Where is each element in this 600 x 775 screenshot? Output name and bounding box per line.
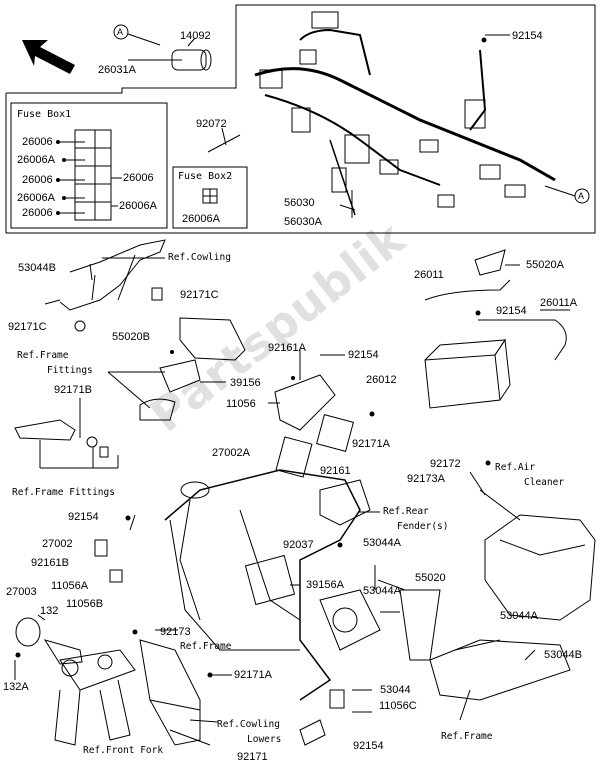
part-39156a: 39156A — [306, 579, 344, 591]
part-27003: 27003 — [6, 586, 37, 598]
part-92154-top: 92154 — [512, 30, 543, 42]
part-53044a-2: 53044A — [363, 585, 401, 597]
part-92171b: 92171B — [54, 384, 92, 396]
part-92072: 92072 — [196, 118, 227, 130]
part-39156: 39156 — [230, 377, 261, 389]
part-26011: 26011 — [414, 269, 444, 281]
ref-air-cleaner-a: Ref.Air — [495, 462, 536, 473]
part-26012: 26012 — [366, 374, 397, 386]
ref-rear-fender-b: Fender(s) — [397, 521, 449, 532]
part-92173a: 92173A — [407, 473, 445, 485]
part-26031a: 26031A — [98, 64, 136, 76]
part-53044b-low: 53044B — [544, 649, 582, 661]
ref-cowling: Ref.Cowling — [168, 252, 231, 263]
fusebox2-title: Fuse Box2 — [178, 171, 233, 182]
part-92161a: 92161A — [268, 342, 306, 354]
part-92171c-right: 92171C — [180, 289, 219, 301]
part-132a: 132A — [3, 681, 29, 693]
part-92154-left: 92154 — [68, 511, 99, 523]
part-92171c-left: 92171C — [8, 321, 47, 333]
part-55020a: 55020A — [526, 259, 564, 271]
ref-front-fork: Ref.Front Fork — [83, 745, 164, 756]
part-92172: 92172 — [430, 458, 461, 470]
ref-frame-fittings-1b: Fittings — [47, 365, 93, 376]
part-27002: 27002 — [42, 538, 73, 550]
part-92171: 92171 — [237, 751, 268, 763]
fusebox1-left-1: 26006A — [17, 154, 55, 166]
fusebox2-part: 26006A — [182, 213, 220, 225]
part-55020: 55020 — [415, 572, 446, 584]
ref-cowling-lowers-b: Lowers — [247, 734, 282, 745]
ref-air-cleaner-b: Cleaner — [524, 477, 565, 488]
ref-frame-1: Ref.Frame — [180, 641, 232, 652]
part-55020b: 55020B — [112, 331, 150, 343]
part-92173: 92173 — [160, 626, 191, 638]
part-14092: 14092 — [180, 30, 211, 42]
part-92171a-mid: 92171A — [352, 438, 390, 450]
fusebox1-left-3: 26006A — [17, 192, 55, 204]
ref-rear-fender-a: Ref.Rear — [383, 506, 429, 517]
ref-frame-2: Ref.Frame — [441, 731, 493, 742]
callout-a-top: A — [117, 27, 124, 37]
part-53044b-top: 53044B — [18, 262, 56, 274]
part-132: 132 — [40, 605, 59, 617]
fusebox1-title: Fuse Box1 — [17, 109, 72, 120]
part-92037: 92037 — [283, 539, 314, 551]
part-26011a: 26011A — [540, 297, 578, 309]
ref-frame-fittings-1a: Ref.Frame — [17, 350, 69, 361]
part-11056c: 11056C — [379, 700, 417, 712]
fusebox1-right-1: 26006A — [119, 200, 157, 212]
part-92171a-low: 92171A — [234, 669, 272, 681]
part-92154-battery: 92154 — [496, 305, 527, 317]
part-27002a: 27002A — [212, 447, 250, 459]
part-92161: 92161 — [320, 465, 351, 477]
ref-cowling-lowers-a: Ref.Cowling — [217, 719, 280, 730]
part-11056: 11056 — [226, 398, 256, 410]
part-92154-mid: 92154 — [348, 349, 379, 361]
part-56030a: 56030A — [284, 216, 322, 228]
part-53044: 53044 — [380, 684, 411, 696]
part-92154-bottom: 92154 — [353, 740, 384, 752]
fusebox1-left-4: 26006 — [22, 207, 53, 219]
ref-frame-fittings-2: Ref.Frame Fittings — [12, 487, 115, 498]
callout-a-right: A — [578, 191, 585, 201]
part-11056b: 11056B — [66, 598, 104, 610]
fusebox1-left-0: 26006 — [22, 136, 53, 148]
fusebox1-left-2: 26006 — [22, 174, 53, 186]
part-53044a-1: 53044A — [363, 537, 401, 549]
part-56030: 56030 — [284, 197, 315, 209]
part-11056a: 11056A — [51, 580, 89, 592]
part-92161b: 92161B — [31, 557, 69, 569]
fusebox1-right-0: 26006 — [123, 172, 154, 184]
part-53044a-3: 53044A — [500, 610, 538, 622]
